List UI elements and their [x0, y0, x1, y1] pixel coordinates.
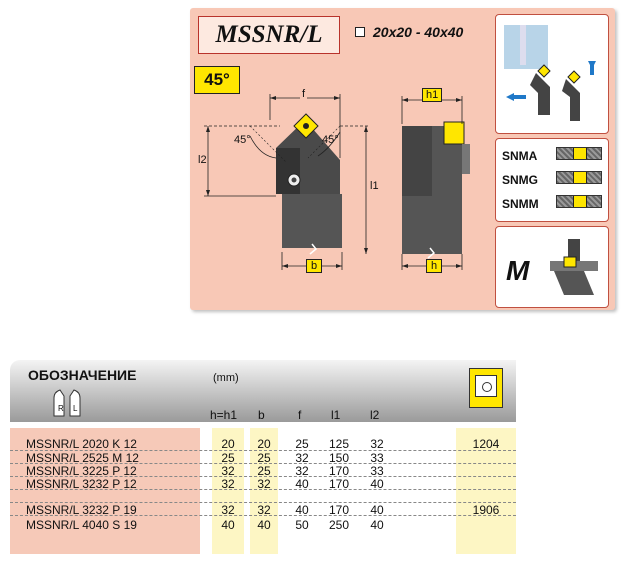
operations-diagram	[495, 14, 609, 134]
insert-type-snma: SNMA	[502, 149, 538, 163]
row-f: 32	[295, 451, 309, 465]
row-h: 25	[221, 451, 235, 465]
angle-badge: 45°	[194, 66, 240, 94]
dim-label-b: b	[306, 259, 323, 273]
row-designation: MSSNR/L 2525 M 12	[26, 451, 139, 465]
square-icon	[355, 27, 365, 37]
row-divider	[10, 450, 516, 451]
row-l1: 170	[328, 464, 350, 478]
row-designation: MSSNR/L 3232 P 19	[26, 503, 137, 517]
insert-types: SNMA SNMG SNMM	[495, 138, 609, 222]
dim-label-f: f	[300, 88, 308, 100]
dim-label-l2: l2	[198, 154, 207, 166]
row-divider	[10, 463, 516, 464]
row-divider	[10, 476, 516, 477]
row-divider	[10, 515, 516, 516]
clamp-system: M	[495, 226, 609, 308]
dim-label-h: h	[426, 259, 443, 273]
row-l1: 150	[328, 451, 350, 465]
front-view-holder	[401, 96, 470, 270]
tool-holder-panel: MSSNR/L 20x20 - 40x40 45°	[190, 8, 615, 310]
col-header-b: b	[258, 408, 265, 422]
row-f: 32	[295, 464, 309, 478]
row-designation: MSSNR/L 4040 S 19	[26, 518, 137, 532]
row-l2: 32	[370, 437, 384, 451]
row-designation: MSSNR/L 3232 P 12	[26, 477, 137, 491]
row-l2: 40	[370, 477, 384, 491]
row-l2: 33	[370, 451, 384, 465]
row-b: 40	[257, 518, 271, 532]
row-divider	[10, 502, 516, 503]
insert-column	[456, 428, 516, 554]
row-b: 25	[257, 464, 271, 478]
b-column-band	[250, 428, 278, 554]
row-l1: 125	[328, 437, 350, 451]
insert-chip-icon	[556, 147, 602, 160]
row-h: 20	[221, 437, 235, 451]
table-header	[10, 360, 456, 422]
unit-label: (mm)	[213, 372, 239, 384]
row-b: 32	[257, 503, 271, 517]
row-f: 25	[295, 437, 309, 451]
row-b: 25	[257, 451, 271, 465]
row-l2: 33	[370, 464, 384, 478]
left-hand-label: L	[73, 404, 78, 413]
right-left-icon	[53, 389, 81, 417]
insert-chip-icon	[556, 195, 602, 208]
row-designation: MSSNR/L 2020 K 12	[26, 437, 137, 451]
insert-shape-icon	[469, 368, 503, 408]
clamp-icon	[550, 239, 598, 295]
col-header-l2: l2	[370, 408, 380, 422]
product-title: MSSNR/L	[198, 16, 340, 54]
insert-type-snmm: SNMM	[502, 197, 539, 211]
row-f: 40	[295, 503, 309, 517]
row-f: 50	[295, 518, 309, 532]
row-h: 40	[221, 518, 235, 532]
right-hand-label: R	[58, 404, 64, 413]
row-divider	[10, 489, 516, 490]
h-column-band	[212, 428, 244, 554]
row-l1: 250	[328, 518, 350, 532]
row-h: 32	[221, 503, 235, 517]
row-h: 32	[221, 477, 235, 491]
insert-type-snmg: SNMG	[502, 173, 538, 187]
angle-label-right: 45°	[322, 134, 339, 146]
row-b: 20	[257, 437, 271, 451]
row-insert: 1906	[472, 503, 500, 517]
row-l2: 40	[370, 503, 384, 517]
col-header-h: h=h1	[210, 408, 238, 422]
row-f: 40	[295, 477, 309, 491]
operations-icon	[504, 25, 596, 121]
designation-column	[10, 428, 200, 554]
clamp-type-letter: M	[506, 255, 530, 286]
dim-label-h1: h1	[422, 88, 443, 102]
size-range: 20x20 - 40x40	[355, 24, 463, 40]
tool-drawing	[204, 94, 470, 270]
size-range-text: 20x20 - 40x40	[373, 24, 464, 40]
designation-header: ОБОЗНАЧЕНИЕ	[28, 367, 137, 383]
row-h: 32	[221, 464, 235, 478]
dim-label-l1: l1	[370, 180, 379, 192]
row-l1: 170	[328, 477, 350, 491]
row-insert: 1204	[472, 437, 500, 451]
row-l1: 170	[328, 503, 350, 517]
angle-label-left: 45°	[234, 134, 251, 146]
insert-chip-icon	[556, 171, 602, 184]
side-view-holder	[204, 94, 370, 270]
row-b: 32	[257, 477, 271, 491]
col-header-f: f	[298, 408, 302, 422]
col-header-l1: l1	[331, 408, 341, 422]
row-l2: 40	[370, 518, 384, 532]
row-designation: MSSNR/L 3225 P 12	[26, 464, 137, 478]
